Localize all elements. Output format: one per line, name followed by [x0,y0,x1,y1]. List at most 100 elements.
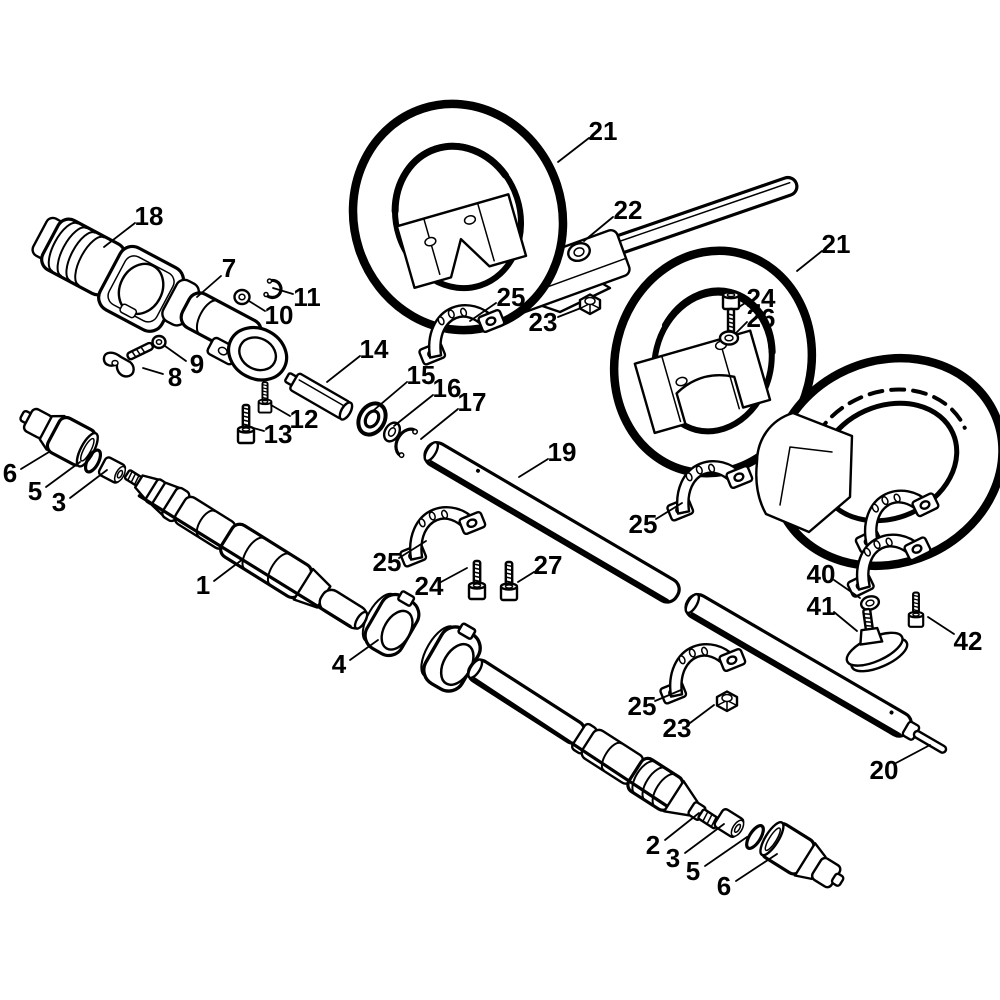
callout-label-25: 25 [629,509,658,539]
callout-leader-16 [393,394,434,427]
callout-leader-24 [738,300,749,308]
callout-leader-27 [517,571,535,583]
callout-leader-13 [249,426,265,432]
part-17-snap-ring [394,427,419,459]
callout-leader-10 [248,300,266,312]
callout-leader-14 [326,355,361,383]
callout-label-13: 13 [264,419,293,449]
callout-label-4: 4 [332,649,347,679]
part-41-wing-screw [845,607,909,673]
callout-leader-17 [420,408,459,440]
callout-label-23: 23 [529,307,558,337]
callout-leader-1 [213,558,244,582]
callout-label-6: 6 [717,871,731,901]
callout-leader-25 [469,302,497,322]
callout-leader-42 [927,616,955,635]
part-9-washer [151,334,167,350]
callout-leader-15 [373,381,408,411]
part-3-bushing-left [97,456,127,484]
part-25-clamp-mid [388,492,491,569]
part-3-bushing-bottom [713,808,745,838]
part-8-lever-pin [102,341,154,378]
part-7-coupling-housing [161,278,289,382]
callout-leader-24 [440,567,468,583]
callout-leader-6 [20,451,50,470]
callout-leader-19 [518,458,549,478]
part-5-ring-bottom [745,823,765,851]
part-14-stub-shaft [284,372,354,421]
callout-label-22: 22 [614,195,643,225]
callout-label-5: 5 [686,856,700,886]
callout-label-26: 26 [747,303,776,333]
part-21-loop-handle-top [348,99,568,335]
part-27-screw [499,560,519,602]
callout-label-25: 25 [628,691,657,721]
callout-leader-26 [735,321,748,334]
callout-label-23: 23 [663,713,692,743]
callout-label-11: 11 [293,282,321,312]
callout-label-40: 40 [807,559,836,589]
callout-leader-21 [557,137,590,163]
callout-label-21: 21 [589,116,618,146]
callout-label-12: 12 [290,404,319,434]
callout-leader-11 [272,287,294,295]
callout-label-27: 27 [534,550,563,580]
callout-leader-3 [684,823,725,854]
callout-label-9: 9 [190,349,204,379]
callout-label-42: 42 [954,626,983,656]
callout-leader-4 [349,639,379,661]
callout-leader-9 [164,345,187,362]
callout-leader-8 [142,367,164,375]
callout-leader-6 [735,853,778,882]
callout-label-10: 10 [265,300,294,330]
callout-label-3: 3 [52,487,66,517]
part-1-drive-shaft-upper [123,469,369,630]
callout-leader-22 [583,216,614,242]
callout-label-25: 25 [373,547,402,577]
callout-label-17: 17 [458,387,487,417]
callout-label-15: 15 [407,360,436,390]
callout-leader-2 [664,812,700,841]
part-21-loop-handle-right [609,246,817,478]
callout-leader-3 [69,469,108,499]
callout-leader-7 [196,275,222,298]
part-24-screw-mid [467,559,487,601]
callout-leader-12 [270,404,291,417]
callout-label-1: 1 [196,570,210,600]
callout-leader-41 [833,611,858,632]
callout-label-16: 16 [433,373,462,403]
callout-leader-25 [654,689,682,702]
callout-label-5: 5 [28,476,42,506]
callout-leader-25 [655,502,683,520]
part-6-cap-left [19,407,99,468]
part-42-screw [907,591,925,628]
callout-leader-18 [103,222,136,248]
callout-label-6: 6 [3,458,17,488]
part-6-cap-bottom [759,821,845,889]
callout-label-8: 8 [168,362,182,392]
callout-label-41: 41 [807,591,836,621]
callout-label-18: 18 [135,201,164,231]
callout-leader-40 [833,579,861,599]
callout-label-21: 21 [822,229,851,259]
part-20-drive-tube-lower [684,592,948,754]
callout-label-25: 25 [497,282,526,312]
part-13-screw [236,403,256,445]
callout-label-19: 19 [548,437,577,467]
part-21-grip-handle [755,353,1000,571]
callout-label-24: 24 [415,571,444,601]
part-23-nut-top [578,293,602,316]
callout-leader-5 [45,461,81,488]
callout-leader-5 [704,836,748,867]
part-12-screw [257,381,273,414]
callout-leader-23 [557,307,582,318]
callout-leader-23 [689,704,715,724]
callout-label-24: 24 [747,283,776,313]
part-23-nut-bottom [715,690,739,713]
callout-label-14: 14 [360,334,389,364]
callout-label-20: 20 [870,755,899,785]
callout-leader-20 [895,744,931,764]
